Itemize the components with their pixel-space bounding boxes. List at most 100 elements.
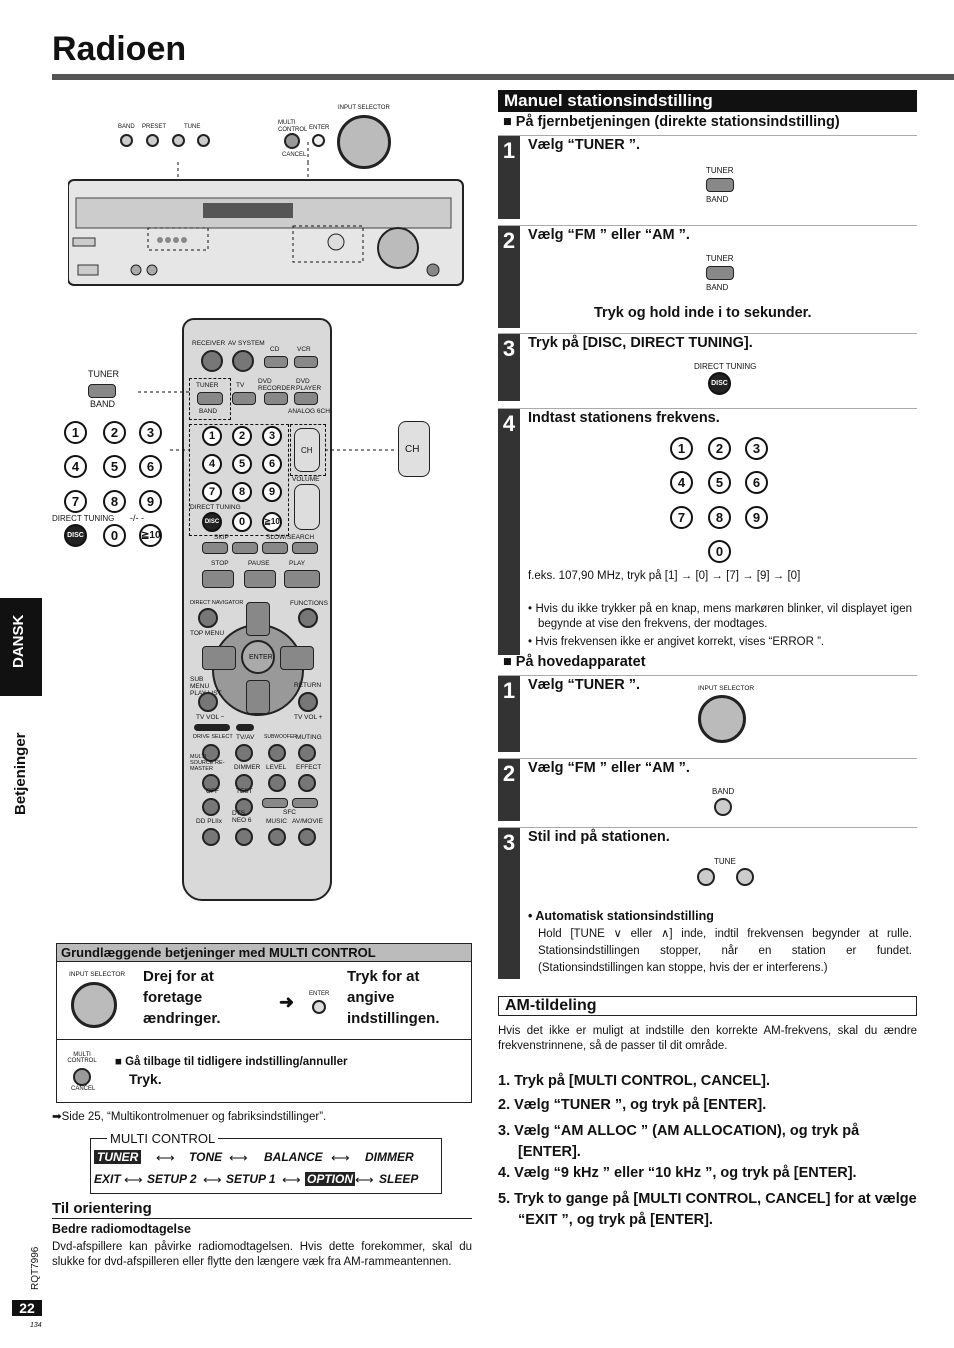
remote-label-tuner: TUNER bbox=[196, 382, 219, 389]
off-button[interactable] bbox=[202, 798, 220, 816]
device-enter-button[interactable] bbox=[312, 134, 325, 147]
skip-forward-button[interactable] bbox=[232, 542, 258, 554]
dimmer-button[interactable] bbox=[235, 774, 253, 792]
step-3: 3 Tryk på [DISC, DIRECT TUNING]. DIRECT … bbox=[498, 333, 917, 401]
device-band-button[interactable] bbox=[120, 134, 133, 147]
am-step-5: 5. Tryk to gange på [MULTI CONTROL, CANC… bbox=[498, 1191, 917, 1228]
remote-volume-rocker[interactable] bbox=[294, 484, 320, 530]
remote-label-av-movie: AV/MOVIE bbox=[292, 818, 323, 825]
remote-ch-rocker[interactable] bbox=[294, 428, 320, 472]
direct-navigator-button[interactable] bbox=[198, 608, 218, 628]
step-4-bullet-2: • Hvis frekvensen ikke er angivet korrek… bbox=[528, 635, 912, 650]
device-tune-down-button[interactable] bbox=[172, 134, 185, 147]
callout-plus10-button: ≧10 bbox=[139, 524, 162, 547]
subwoofer-button[interactable] bbox=[268, 744, 286, 762]
neo-button[interactable] bbox=[235, 828, 253, 846]
step-4-key-2: 2 bbox=[708, 437, 731, 460]
step-2-btn-top: TUNER bbox=[706, 254, 734, 263]
remote-label-effect: EFFECT bbox=[296, 764, 322, 771]
nav-down-button[interactable] bbox=[246, 680, 270, 714]
remote-label-vcr: VCR bbox=[297, 346, 311, 353]
drive-select-button[interactable] bbox=[202, 744, 220, 762]
menu-item-tone: TONE bbox=[189, 1150, 223, 1164]
remote-label-dimmer: DIMMER bbox=[234, 764, 261, 771]
re-master-button[interactable] bbox=[202, 774, 220, 792]
tuner-band-button[interactable] bbox=[197, 392, 223, 405]
remote-label-return: RETURN bbox=[294, 682, 322, 689]
main-step-3-tune-up-button bbox=[736, 868, 754, 886]
main-step-2: 2 Vælg “FM ” eller “AM ”. BAND bbox=[498, 758, 917, 821]
callout-plus10-label: ≧10 bbox=[141, 530, 161, 541]
sub-menu-button[interactable] bbox=[198, 692, 218, 712]
receiver-power-button[interactable] bbox=[201, 350, 223, 372]
remote-label-music: MUSIC bbox=[266, 818, 287, 825]
av-system-power-button[interactable] bbox=[232, 350, 254, 372]
vcr-button[interactable] bbox=[294, 356, 318, 368]
slow-forward-button[interactable] bbox=[292, 542, 318, 554]
stop-button[interactable] bbox=[202, 570, 234, 588]
enter-button[interactable] bbox=[241, 640, 275, 674]
remote-label-stop: STOP bbox=[211, 560, 229, 567]
step-4-bullet-1-text: Hvis du ikke trykker på en knap, mens ma… bbox=[535, 603, 912, 630]
level-plus-button[interactable] bbox=[292, 798, 318, 808]
remote-key-0[interactable]: 0 bbox=[232, 512, 252, 532]
orientation-heading-rule bbox=[52, 1218, 472, 1219]
level-minus-button[interactable] bbox=[262, 798, 288, 808]
remote-label-skip: SKIP bbox=[214, 534, 229, 541]
dvd-recorder-button[interactable] bbox=[264, 392, 288, 405]
language-tab: DANSK bbox=[0, 598, 42, 696]
cd-button[interactable] bbox=[264, 356, 288, 368]
skip-back-button[interactable] bbox=[202, 542, 228, 554]
muting-button[interactable] bbox=[298, 744, 316, 762]
step-3-text: Tryk på [DISC, DIRECT TUNING]. bbox=[528, 335, 753, 351]
pause-button[interactable] bbox=[244, 570, 276, 588]
menu-arrow-3: ⟷ bbox=[331, 1150, 350, 1165]
page-number: 22 bbox=[12, 1300, 42, 1316]
remote-plus10-button[interactable]: ≧10 bbox=[262, 512, 282, 532]
functions-button[interactable] bbox=[298, 608, 318, 628]
remote-subheading-text: På fjernbetjeningen (direkte stationsind… bbox=[515, 114, 840, 130]
remote-key-9[interactable]: 9 bbox=[262, 482, 282, 502]
tv-av-button[interactable] bbox=[235, 744, 253, 762]
device-input-selector-knob[interactable] bbox=[337, 115, 391, 169]
pl-button[interactable] bbox=[202, 828, 220, 846]
test-button[interactable] bbox=[235, 798, 253, 816]
device-cancel-button[interactable] bbox=[284, 133, 300, 149]
remote-subheading: ■ På fjernbetjeningen (direkte stationsi… bbox=[503, 114, 840, 130]
callout-dash-label: -/- - bbox=[130, 513, 144, 523]
slow-back-button[interactable] bbox=[262, 542, 288, 554]
level-button[interactable] bbox=[268, 774, 286, 792]
nav-right-button[interactable] bbox=[280, 646, 314, 670]
remote-disc-button[interactable]: DISC bbox=[202, 512, 222, 532]
remote-key-7[interactable]: 7 bbox=[202, 482, 222, 502]
remote-key-5[interactable]: 5 bbox=[232, 454, 252, 474]
step-4-key-9: 9 bbox=[745, 506, 768, 529]
remote-key-4[interactable]: 4 bbox=[202, 454, 222, 474]
menu-item-setup2: SETUP 2 bbox=[147, 1172, 197, 1186]
box-cancel-label-bottom: CANCEL bbox=[71, 1086, 96, 1092]
step-4-key-6: 6 bbox=[745, 471, 768, 494]
callout-key-4: 4 bbox=[64, 455, 87, 478]
device-tune-up-button[interactable] bbox=[197, 134, 210, 147]
effect-button[interactable] bbox=[298, 774, 316, 792]
remote-key-2[interactable]: 2 bbox=[232, 426, 252, 446]
step-3-disc-label: DISC bbox=[711, 380, 728, 387]
main-step-2-text: Vælg “FM ” eller “AM ”. bbox=[528, 760, 690, 776]
remote-key-8[interactable]: 8 bbox=[232, 482, 252, 502]
play-button[interactable] bbox=[284, 570, 320, 588]
nav-up-button[interactable] bbox=[246, 602, 270, 636]
callout-key-2: 2 bbox=[103, 421, 126, 444]
step-1-text: Vælg “TUNER ”. bbox=[528, 137, 640, 153]
remote-key-1[interactable]: 1 bbox=[202, 426, 222, 446]
return-button[interactable] bbox=[298, 692, 318, 712]
multi-control-box-header: Grundlæggende betjeninger med MULTI CONT… bbox=[57, 944, 471, 962]
remote-key-6[interactable]: 6 bbox=[262, 454, 282, 474]
tv-button[interactable] bbox=[232, 392, 256, 405]
device-preset-button[interactable] bbox=[146, 134, 159, 147]
dvd-player-button[interactable] bbox=[294, 392, 318, 405]
step-2-text: Vælg “FM ” eller “AM ”. bbox=[528, 227, 690, 243]
music-button[interactable] bbox=[268, 828, 286, 846]
nav-left-button[interactable] bbox=[202, 646, 236, 670]
remote-key-3[interactable]: 3 bbox=[262, 426, 282, 446]
av-movie-button[interactable] bbox=[298, 828, 316, 846]
